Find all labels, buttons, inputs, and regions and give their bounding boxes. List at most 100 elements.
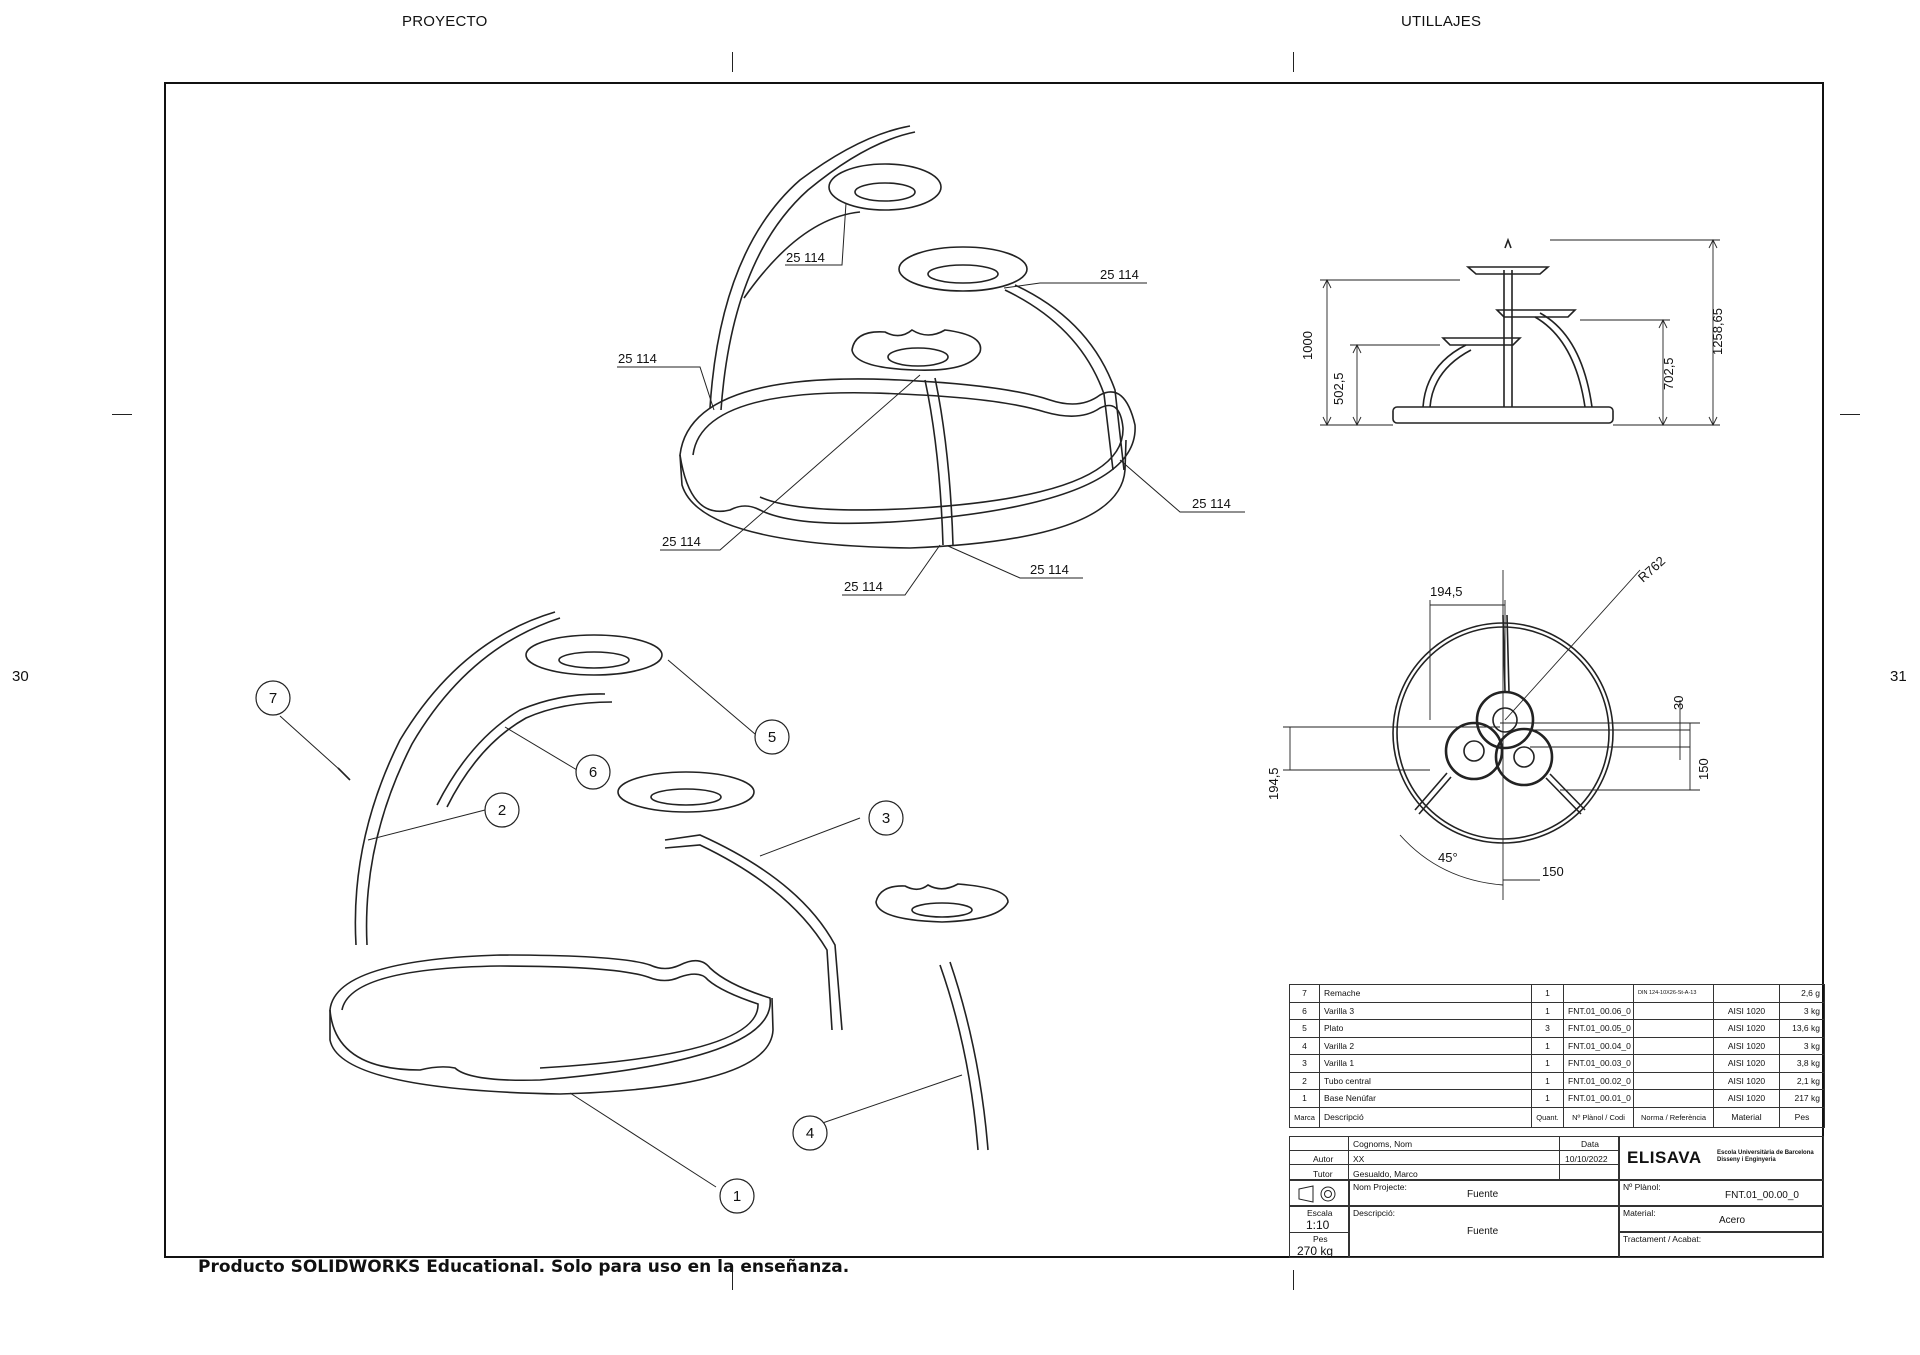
bom-header-quant: Quant.	[1531, 1106, 1564, 1128]
top-hub-a	[1492, 707, 1518, 733]
iso-base-inner	[692, 391, 1124, 511]
iso-rod-2	[709, 125, 911, 409]
exp-base-side	[329, 997, 774, 1095]
front-pin	[1504, 237, 1512, 249]
escala-value: 1:10	[1306, 1218, 1330, 1232]
bom-cell-material	[1713, 984, 1780, 1003]
front-plate-top	[1465, 266, 1551, 275]
balloon-number-4: 4	[806, 1125, 814, 1142]
exp-rod-3b	[664, 844, 833, 1031]
bom-cell-marca: 5	[1289, 1019, 1320, 1038]
dim-194-5-top: 194,5	[1430, 584, 1463, 599]
bom-cell-marca: 1	[1289, 1089, 1320, 1108]
exp-rod-2b	[365, 617, 561, 946]
iso-rod-3	[743, 211, 861, 299]
iso-rod-4	[924, 379, 944, 546]
front-plate-low	[1441, 337, 1522, 346]
descripcio-block	[1349, 1206, 1619, 1258]
balloon-3	[868, 800, 904, 836]
bom-cell-descripcio: Varilla 3	[1319, 1001, 1532, 1020]
school-logo: ELISAVA	[1627, 1148, 1702, 1167]
weld-leaders	[617, 202, 1245, 596]
bottom-tick-2	[1293, 1270, 1294, 1290]
bom-row: 5 Plato 3 FNT.01_00.05_0 AISI 1020 13,6 …	[1289, 1019, 1825, 1038]
bom-row: 1 Base Nenúfar 1 FNT.01_00.01_0 AISI 102…	[1289, 1089, 1825, 1108]
projection-block	[1289, 1180, 1349, 1206]
nom-projecte-label: Nom Projecte:	[1353, 1182, 1407, 1192]
iso-plate-mid-inner	[927, 264, 999, 284]
bom-header-planol: Nº Plànol / Codi	[1563, 1106, 1634, 1128]
date-value: 10/10/2022	[1565, 1154, 1608, 1164]
header-right: UTILLAJES	[1401, 13, 1482, 30]
top-strut-right	[1545, 773, 1586, 815]
bom-cell-pes: 217 kg	[1779, 1089, 1825, 1108]
weld-label-3: 25 114	[1100, 267, 1139, 282]
bom-cell-planol: FNT.01_00.03_0	[1563, 1054, 1634, 1073]
dim-1258-65: 1258,65	[1710, 308, 1725, 355]
balloon-number-5: 5	[768, 729, 776, 746]
bom-header-row: Marca Descripció Quant. Nº Plànol / Codi…	[1289, 1106, 1825, 1128]
educational-watermark: Producto SOLIDWORKS Educational. Solo pa…	[198, 1257, 850, 1277]
balloon-5	[754, 719, 790, 755]
bom-cell-material: AISI 1020	[1713, 1089, 1780, 1108]
balloon-number-1: 1	[733, 1188, 741, 1205]
exp-rod-4	[939, 964, 979, 1151]
balloon-number-3: 3	[882, 810, 890, 827]
bom-cell-norma	[1633, 1054, 1714, 1073]
bom-row: 6 Varilla 3 1 FNT.01_00.06_0 AISI 1020 3…	[1289, 1001, 1825, 1020]
iso-base-side	[679, 439, 1127, 549]
top-plate-c	[1494, 727, 1554, 787]
margin-number-right: 31	[1890, 668, 1907, 685]
exp-base-top	[329, 954, 771, 1082]
dim-45-deg: 45°	[1438, 850, 1458, 865]
iso-rod-1	[1014, 284, 1125, 471]
bom-row: 7 Remache 1 DIN 124-10X26-St-A-13 2,6 g	[1289, 984, 1825, 1003]
balloon-7	[255, 680, 291, 716]
bom-cell-planol: FNT.01_00.04_0	[1563, 1036, 1634, 1055]
bom-cell-pes: 2,1 kg	[1779, 1071, 1825, 1090]
front-arc-right	[1534, 312, 1593, 408]
weld-label-4: 25 114	[1192, 496, 1231, 511]
material-block	[1619, 1206, 1824, 1232]
exp-plate-3-inner	[911, 902, 973, 918]
data-label: Data	[1581, 1139, 1599, 1149]
iso-base-top	[679, 378, 1136, 525]
weld-label-5: 25 114	[662, 534, 701, 549]
front-view	[1392, 237, 1614, 424]
descripcio-value: Fuente	[1467, 1226, 1499, 1237]
projection-symbol-icon	[1298, 1185, 1336, 1203]
balloon-numbers: 1 2 3 4 5 6 7	[269, 690, 890, 1205]
iso-plate-top	[828, 163, 942, 211]
weld-label-2: 25 114	[786, 250, 825, 265]
exploded-view	[329, 611, 1009, 1151]
tutor-label: Tutor	[1313, 1169, 1333, 1179]
bom-cell-marca: 2	[1289, 1071, 1320, 1090]
balloon-number-6: 6	[589, 764, 597, 781]
bom-cell-material: AISI 1020	[1713, 1001, 1780, 1020]
school-subtitle-1: Escola Universitària de Barcelona	[1717, 1150, 1814, 1156]
bom-cell-quant: 1	[1531, 1071, 1564, 1090]
bom-cell-norma	[1633, 1001, 1714, 1020]
bom-cell-pes: 3,8 kg	[1779, 1054, 1825, 1073]
weld-label-6: 25 114	[844, 579, 883, 594]
front-dimensions	[1320, 238, 1720, 427]
tractament-label: Tractament / Acabat:	[1623, 1234, 1702, 1244]
bom-cell-marca: 7	[1289, 984, 1320, 1003]
iso-plate-low-inner	[887, 347, 949, 367]
nom-projecte-value: Fuente	[1467, 1189, 1499, 1200]
dim-150-vert: 150	[1696, 758, 1711, 780]
iso-rod-1b	[1004, 289, 1114, 471]
top-hub-b	[1463, 740, 1485, 762]
bom-cell-norma	[1633, 1089, 1714, 1108]
balloon-leaders	[279, 659, 963, 1188]
bom-cell-descripcio: Varilla 2	[1319, 1036, 1532, 1055]
top-dimensions	[1283, 569, 1700, 900]
dim-702-5: 702,5	[1661, 357, 1676, 390]
top-strut-left	[1414, 772, 1452, 815]
bom-cell-pes: 3 kg	[1779, 1036, 1825, 1055]
bom-cell-descripcio: Base Nenúfar	[1319, 1089, 1532, 1108]
balloon-1	[719, 1178, 755, 1214]
drawing-frame	[164, 82, 1824, 1258]
exp-rod-6	[436, 693, 606, 806]
